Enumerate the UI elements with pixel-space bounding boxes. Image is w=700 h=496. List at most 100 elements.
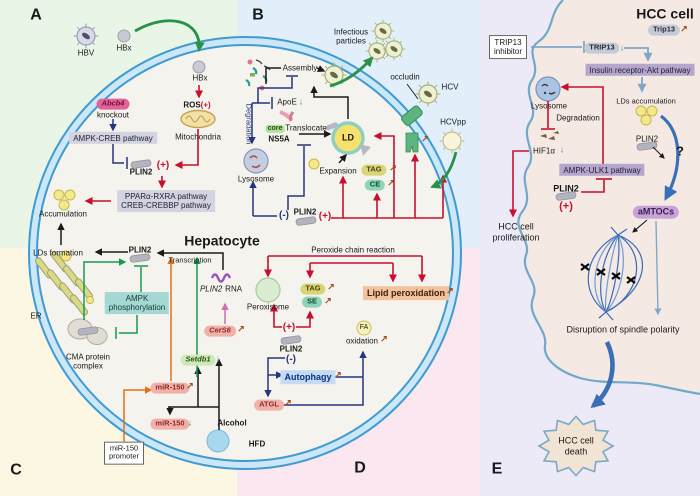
orange-arrows xyxy=(123,256,175,442)
navy-arrows xyxy=(109,75,367,406)
transcription-label: Transcription xyxy=(168,255,212,265)
apoe-decrease-icon: ↓ xyxy=(298,96,304,107)
infectious-line2: particles xyxy=(336,37,366,46)
mitochondria-label: Mitochondria xyxy=(175,132,221,142)
inhibitor-line2: inhibitor xyxy=(493,47,523,56)
peroxide-chain-label: Peroxide chain reaction xyxy=(311,245,395,255)
ros-plus: (+) xyxy=(200,100,211,110)
promoter-line2: promoter xyxy=(108,452,140,461)
atgl-pill: ATGL xyxy=(254,399,284,411)
cma-line2: complex xyxy=(73,362,103,371)
panel-label-b: B xyxy=(252,6,264,24)
hbv-label: HBV xyxy=(77,48,95,58)
ros-label: ROS(+) xyxy=(183,100,210,109)
lipid-peroxidation-box: Lipid peroxidation xyxy=(363,286,449,300)
hcv-label: HCV xyxy=(441,82,459,92)
question-mark: ? xyxy=(676,143,684,159)
infectious-line1: Infectious xyxy=(333,27,369,37)
occludin-receptor-icon xyxy=(401,105,423,126)
chromosomes-icon xyxy=(580,263,636,284)
infectious-particles-label: Infectious particles xyxy=(334,28,368,47)
mir150-increase-icon: ↗ xyxy=(186,380,194,391)
plin2-label-e1: PLIN2 xyxy=(635,134,659,144)
plin2-label-a: PLIN2 xyxy=(129,167,153,177)
internalized-receptor-icon xyxy=(405,132,419,153)
hcc-proliferation-label: HCC cell proliferation xyxy=(492,221,539,242)
death-line1: HCC cell xyxy=(558,435,594,446)
ampk-ulk1-pathway-box: AMPK-ULK1 pathway xyxy=(559,163,645,177)
apoe-icon xyxy=(279,110,295,122)
hif1a-decrease-icon: ↓ xyxy=(559,144,565,155)
trip13-increase-icon: ↗ xyxy=(680,23,688,34)
lysosome-icon-b xyxy=(243,148,269,174)
ppar-line: PPARα-RXRA pathway xyxy=(124,191,208,201)
plus-label-a: (+) xyxy=(156,160,170,172)
cma-complex-label: CMA protein complex xyxy=(66,353,110,372)
cma-complex-icon xyxy=(67,318,108,345)
plin2-label-c: PLIN2 xyxy=(128,245,152,255)
trip13-high-pill: Trip13 xyxy=(647,24,681,36)
setdb1-decrease-icon: ↓ xyxy=(215,353,221,364)
hcc-cell-death-burst xyxy=(537,415,615,477)
mitochondria-icon xyxy=(180,109,216,129)
plin2-label-b: PLIN2 xyxy=(293,207,317,217)
hcc-death-label: HCC cell death xyxy=(558,435,594,456)
hcvpp-virus-icon xyxy=(438,127,466,155)
steel-arrows xyxy=(531,41,662,316)
lipid-droplet-ld-icon xyxy=(325,121,371,156)
core-pill: core xyxy=(265,124,285,134)
tag-increase-icon-d: ↗ xyxy=(327,281,335,292)
ampk-creb-pathway-box: AMPK-CREB pathway xyxy=(69,131,157,145)
abcb4-pill: Abcb4 xyxy=(96,98,130,110)
red-arrows xyxy=(84,83,612,328)
ce-increase-icon: ↗ xyxy=(387,177,395,188)
disruption-label: Disruption of spindle polarity xyxy=(566,324,680,335)
apoe-label: ApoE xyxy=(277,97,297,107)
fa-label: FA xyxy=(359,323,369,331)
panel-label-e: E xyxy=(491,460,503,478)
green-thick-arrows xyxy=(134,19,458,189)
inhibitor-line1: TRIP13 xyxy=(494,37,522,47)
hif1a-label: HIF1α xyxy=(533,146,555,156)
mitotic-spindle-icon xyxy=(587,226,644,321)
ros-text: ROS xyxy=(183,100,201,110)
hcc-cell-membrane xyxy=(517,0,700,396)
degraded-hif1a-debris-icon xyxy=(540,131,559,140)
fa-circle-icon xyxy=(356,320,372,336)
hbx-particle-icons xyxy=(117,29,206,74)
assembly-label: Assembly xyxy=(282,63,318,73)
expansion-label: Expansion xyxy=(319,166,357,176)
lysosome-label-e: Lysosome xyxy=(530,101,568,111)
autophagy-increase-icon: ↗ xyxy=(334,369,342,380)
alcohol-label: Alcohol xyxy=(217,418,247,428)
tag-increase-icon-b: ↗ xyxy=(389,162,397,173)
hbv-virus-icon xyxy=(73,23,99,49)
se-increase-icon: ↗ xyxy=(324,295,332,306)
lds-accumulation-icons-e xyxy=(635,105,658,126)
hepatocyte-title: Hepatocyte xyxy=(184,232,260,249)
insulin-akt-pathway-box: Insulin receptor-Akt pathway xyxy=(585,63,695,77)
autophagy-box: Autophagy xyxy=(280,370,336,384)
trip13-inhibitor-box: TRIP13 inhibitor xyxy=(488,35,528,59)
lipid-droplet-accumulation-icons-a xyxy=(53,189,76,211)
hbx-in-label: HBx xyxy=(192,73,208,83)
mir150-down-pill: miR-150 xyxy=(150,418,190,430)
trip13-decrease-icon: ↓ xyxy=(619,42,625,53)
degradation-label-e: Degradation xyxy=(556,113,600,123)
receptor-increase-icon: ↗ xyxy=(421,133,429,144)
alcohol-drop-icon xyxy=(206,429,230,453)
crebbp-line: CREB-CREBBP pathway xyxy=(121,201,211,210)
ampk-phosphorylation-box: AMPK phosphorylation xyxy=(104,292,170,314)
black-arrows xyxy=(57,65,665,430)
ld-label: LD xyxy=(342,132,354,143)
tag-pill-b: TAG xyxy=(361,164,387,176)
er-icon xyxy=(34,250,94,316)
lds-accumulation-label: LDs accumulation xyxy=(616,96,676,106)
translocate-label: Translocate xyxy=(285,123,327,133)
ampk-line2: phosphorylation xyxy=(108,303,166,312)
prolif-line2: proliferation xyxy=(492,232,540,242)
plus-label-b: (+) xyxy=(318,211,332,223)
mir150-decrease-icon: ↓ xyxy=(187,417,193,428)
